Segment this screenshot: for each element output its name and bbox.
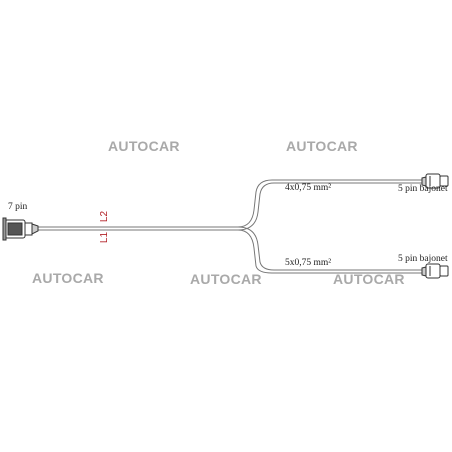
upper-cable-spec: 4x0,75 mm²: [285, 183, 332, 193]
lower-branch-cable: [237, 226, 425, 274]
watermark-bottom-right: AUTOCAR: [333, 271, 405, 287]
lower-five-pin-connector: [421, 263, 449, 279]
marking-l2: L2: [99, 210, 111, 223]
upper-branch-cable: [237, 179, 425, 231]
watermark-top-left: AUTOCAR: [108, 138, 180, 154]
main-cable: [38, 226, 238, 231]
watermark-bottom-center: AUTOCAR: [190, 271, 262, 287]
watermark-top-right: AUTOCAR: [286, 138, 358, 154]
marking-l1: L1: [99, 231, 111, 244]
seven-pin-label: 7 pin: [8, 202, 28, 212]
upper-five-pin-connector: [421, 173, 449, 189]
watermark-bottom-left: AUTOCAR: [32, 270, 104, 286]
lower-cable-spec: 5x0,75 mm²: [285, 258, 332, 268]
seven-pin-plug: [2, 217, 39, 241]
upper-connector-label: 5 pin bajonet: [398, 184, 448, 194]
lower-connector-label: 5 pin bajonet: [398, 254, 448, 264]
